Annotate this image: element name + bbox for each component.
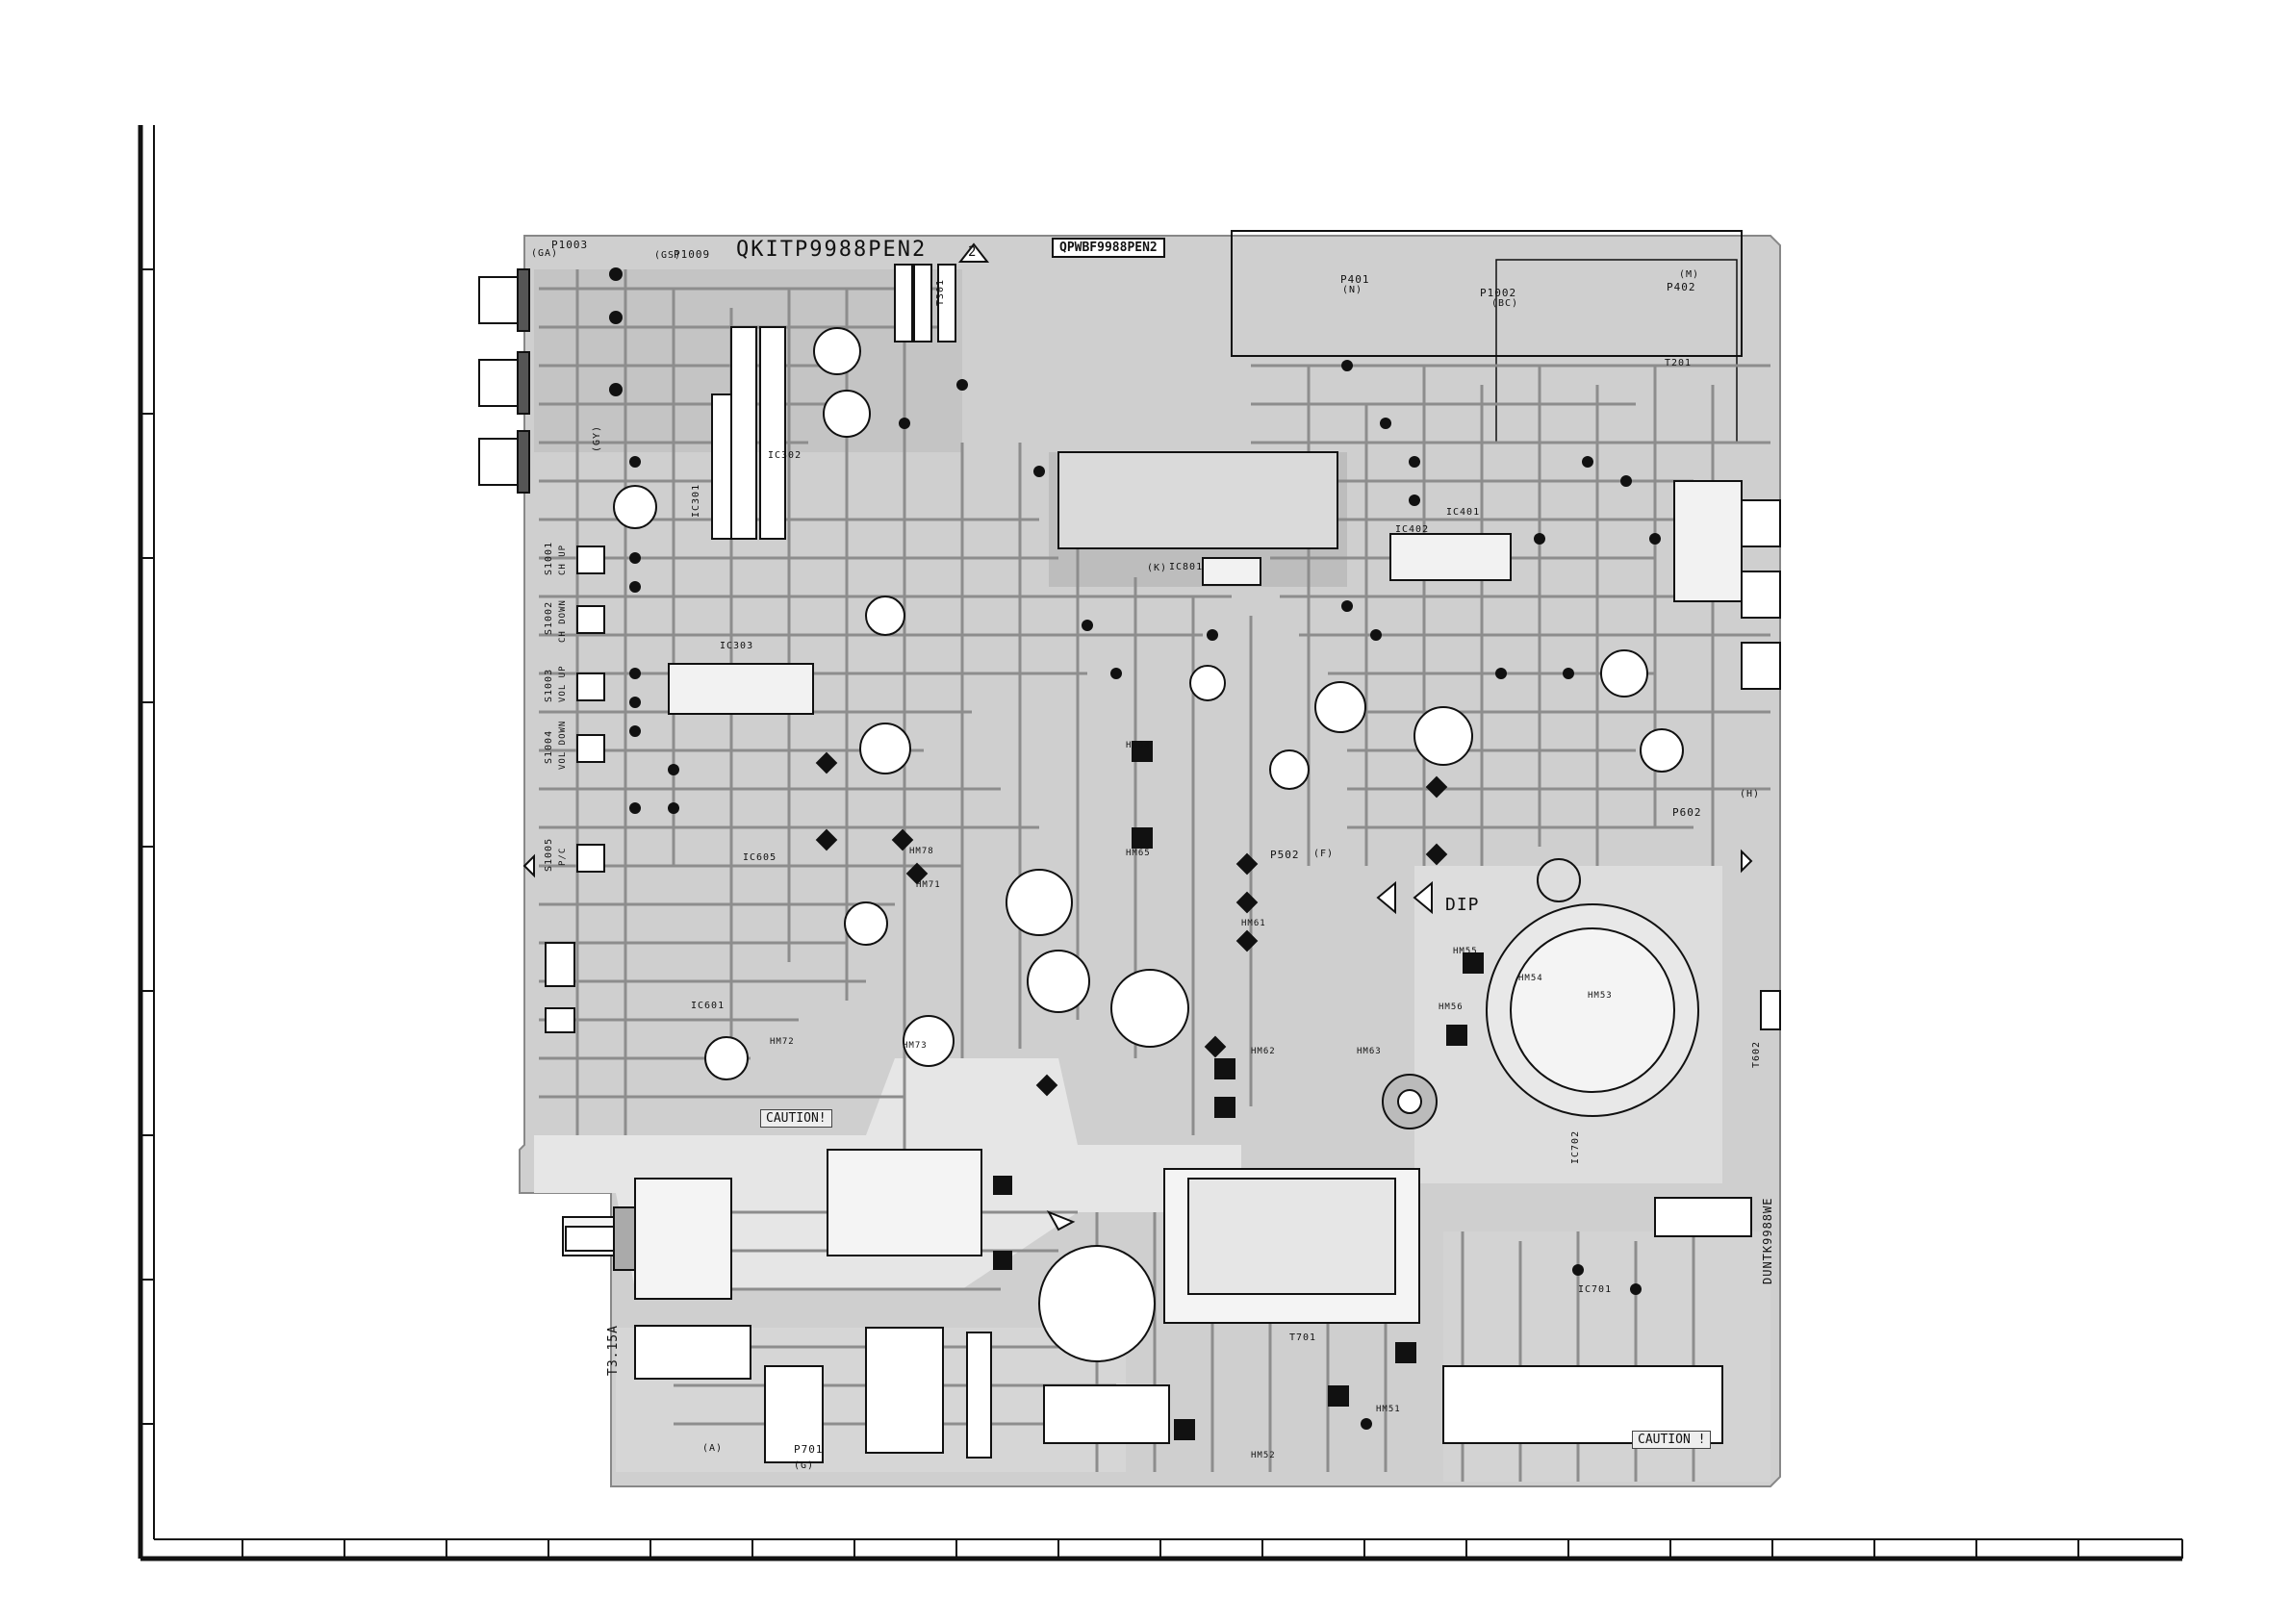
ic-label: IC303: [720, 641, 754, 651]
section-label: (BC): [1491, 298, 1519, 309]
switch-function-label: P/C: [558, 847, 568, 866]
switch-label: S1003: [544, 668, 554, 702]
section-label: (F): [1313, 849, 1335, 859]
ic-label: IC702: [1570, 1129, 1581, 1164]
ic-label: IC801: [1169, 562, 1204, 572]
heat-mark-label: HM63: [1357, 1047, 1382, 1056]
flyback-transformer: [1382, 858, 1781, 1129]
reference-grid: [138, 125, 2183, 1561]
front-switches: [576, 546, 605, 873]
connector-label: P1003: [551, 239, 589, 251]
heat-mark-label: HM64: [1126, 741, 1151, 750]
dip-label: DIP: [1445, 895, 1480, 915]
heat-mark-label: HM54: [1518, 974, 1543, 983]
switch-label: S1004: [544, 729, 554, 764]
unit-code-label: DUNTK9988WE: [1761, 1197, 1774, 1284]
connector-label: P401: [1340, 273, 1370, 286]
right-av-jacks: [1741, 499, 1781, 690]
revision-mark: 2: [968, 244, 978, 260]
connector-label: P602: [1672, 806, 1702, 819]
ic-label: IC401: [1446, 507, 1481, 518]
marker-triangles: [522, 242, 1753, 1231]
heat-mark-label: HM56: [1439, 1002, 1464, 1012]
pwb-code-label: QPWBF9988PEN2: [1052, 238, 1165, 258]
switch-function-label: CH UP: [558, 544, 568, 575]
heat-mark-label: HM71: [916, 880, 941, 890]
connector-label: P502: [1270, 849, 1300, 861]
section-label: (G): [794, 1460, 815, 1471]
transformer-label: T701: [1289, 1332, 1317, 1343]
electrolytic-capacitors: [613, 327, 1684, 1362]
connector-label: P1009: [674, 248, 711, 261]
heat-mark-label: HM61: [1241, 919, 1266, 928]
switch-function-label: VOL DOWN: [558, 720, 568, 770]
heat-mark-label: HM53: [1588, 991, 1613, 1001]
transformer-label: T602: [1751, 1040, 1762, 1068]
switch-label: S1005: [544, 837, 554, 872]
integrated-circuits: [668, 451, 1743, 715]
left-av-jacks: [478, 268, 530, 494]
heat-mark-label: HM65: [1126, 849, 1151, 858]
heat-mark-label: HM78: [909, 847, 934, 856]
section-label: (GS): [654, 250, 682, 261]
section-label: (A): [702, 1443, 724, 1454]
heat-mark-label: HM73: [903, 1041, 928, 1051]
switch-label: S1002: [544, 600, 554, 635]
ir-receiver: [545, 942, 575, 1033]
section-label: (GA): [531, 248, 559, 259]
pcb-part-code: QKITP9988PEN2: [736, 238, 928, 262]
heat-mark-label: HM55: [1453, 947, 1478, 956]
heat-mark-label: HM52: [1251, 1451, 1276, 1460]
vertical-connector-strips: [711, 264, 956, 540]
ic-label: IC605: [743, 852, 777, 863]
transformer-label: T301: [935, 278, 946, 306]
connector-label: P402: [1667, 281, 1696, 293]
section-label: (K): [1147, 563, 1168, 573]
switch-function-label: CH DOWN: [558, 599, 568, 643]
fuse-rating-label: T3.15A: [606, 1325, 621, 1376]
switch-label: S1001: [544, 541, 554, 575]
power-supply-section: [562, 1149, 1752, 1463]
heat-mark-label: HM72: [770, 1037, 795, 1047]
switch-function-label: VOL UP: [558, 665, 568, 702]
ic-label: IC601: [691, 1001, 726, 1011]
section-label: (GY): [592, 424, 602, 452]
section-label: (N): [1342, 285, 1363, 295]
section-label: (H): [1740, 789, 1761, 799]
heat-mark-label: HM51: [1376, 1405, 1401, 1414]
ic-label: IC302: [768, 450, 802, 461]
transformer-label: T201: [1665, 358, 1693, 368]
section-label: (M): [1679, 269, 1700, 280]
small-components: [609, 267, 1661, 1430]
caution-label-bottom: CAUTION !: [1632, 1431, 1712, 1449]
ic-label: IC701: [1578, 1284, 1613, 1295]
heat-mark-label: HM62: [1251, 1047, 1276, 1056]
ic-label: IC402: [1395, 524, 1430, 535]
ic-label: IC301: [691, 483, 701, 518]
caution-label-top: CAUTION!: [760, 1109, 832, 1128]
connector-label: P701: [794, 1443, 824, 1456]
ac-inlet: [565, 1206, 636, 1271]
connector-label: P1002: [1480, 287, 1517, 299]
